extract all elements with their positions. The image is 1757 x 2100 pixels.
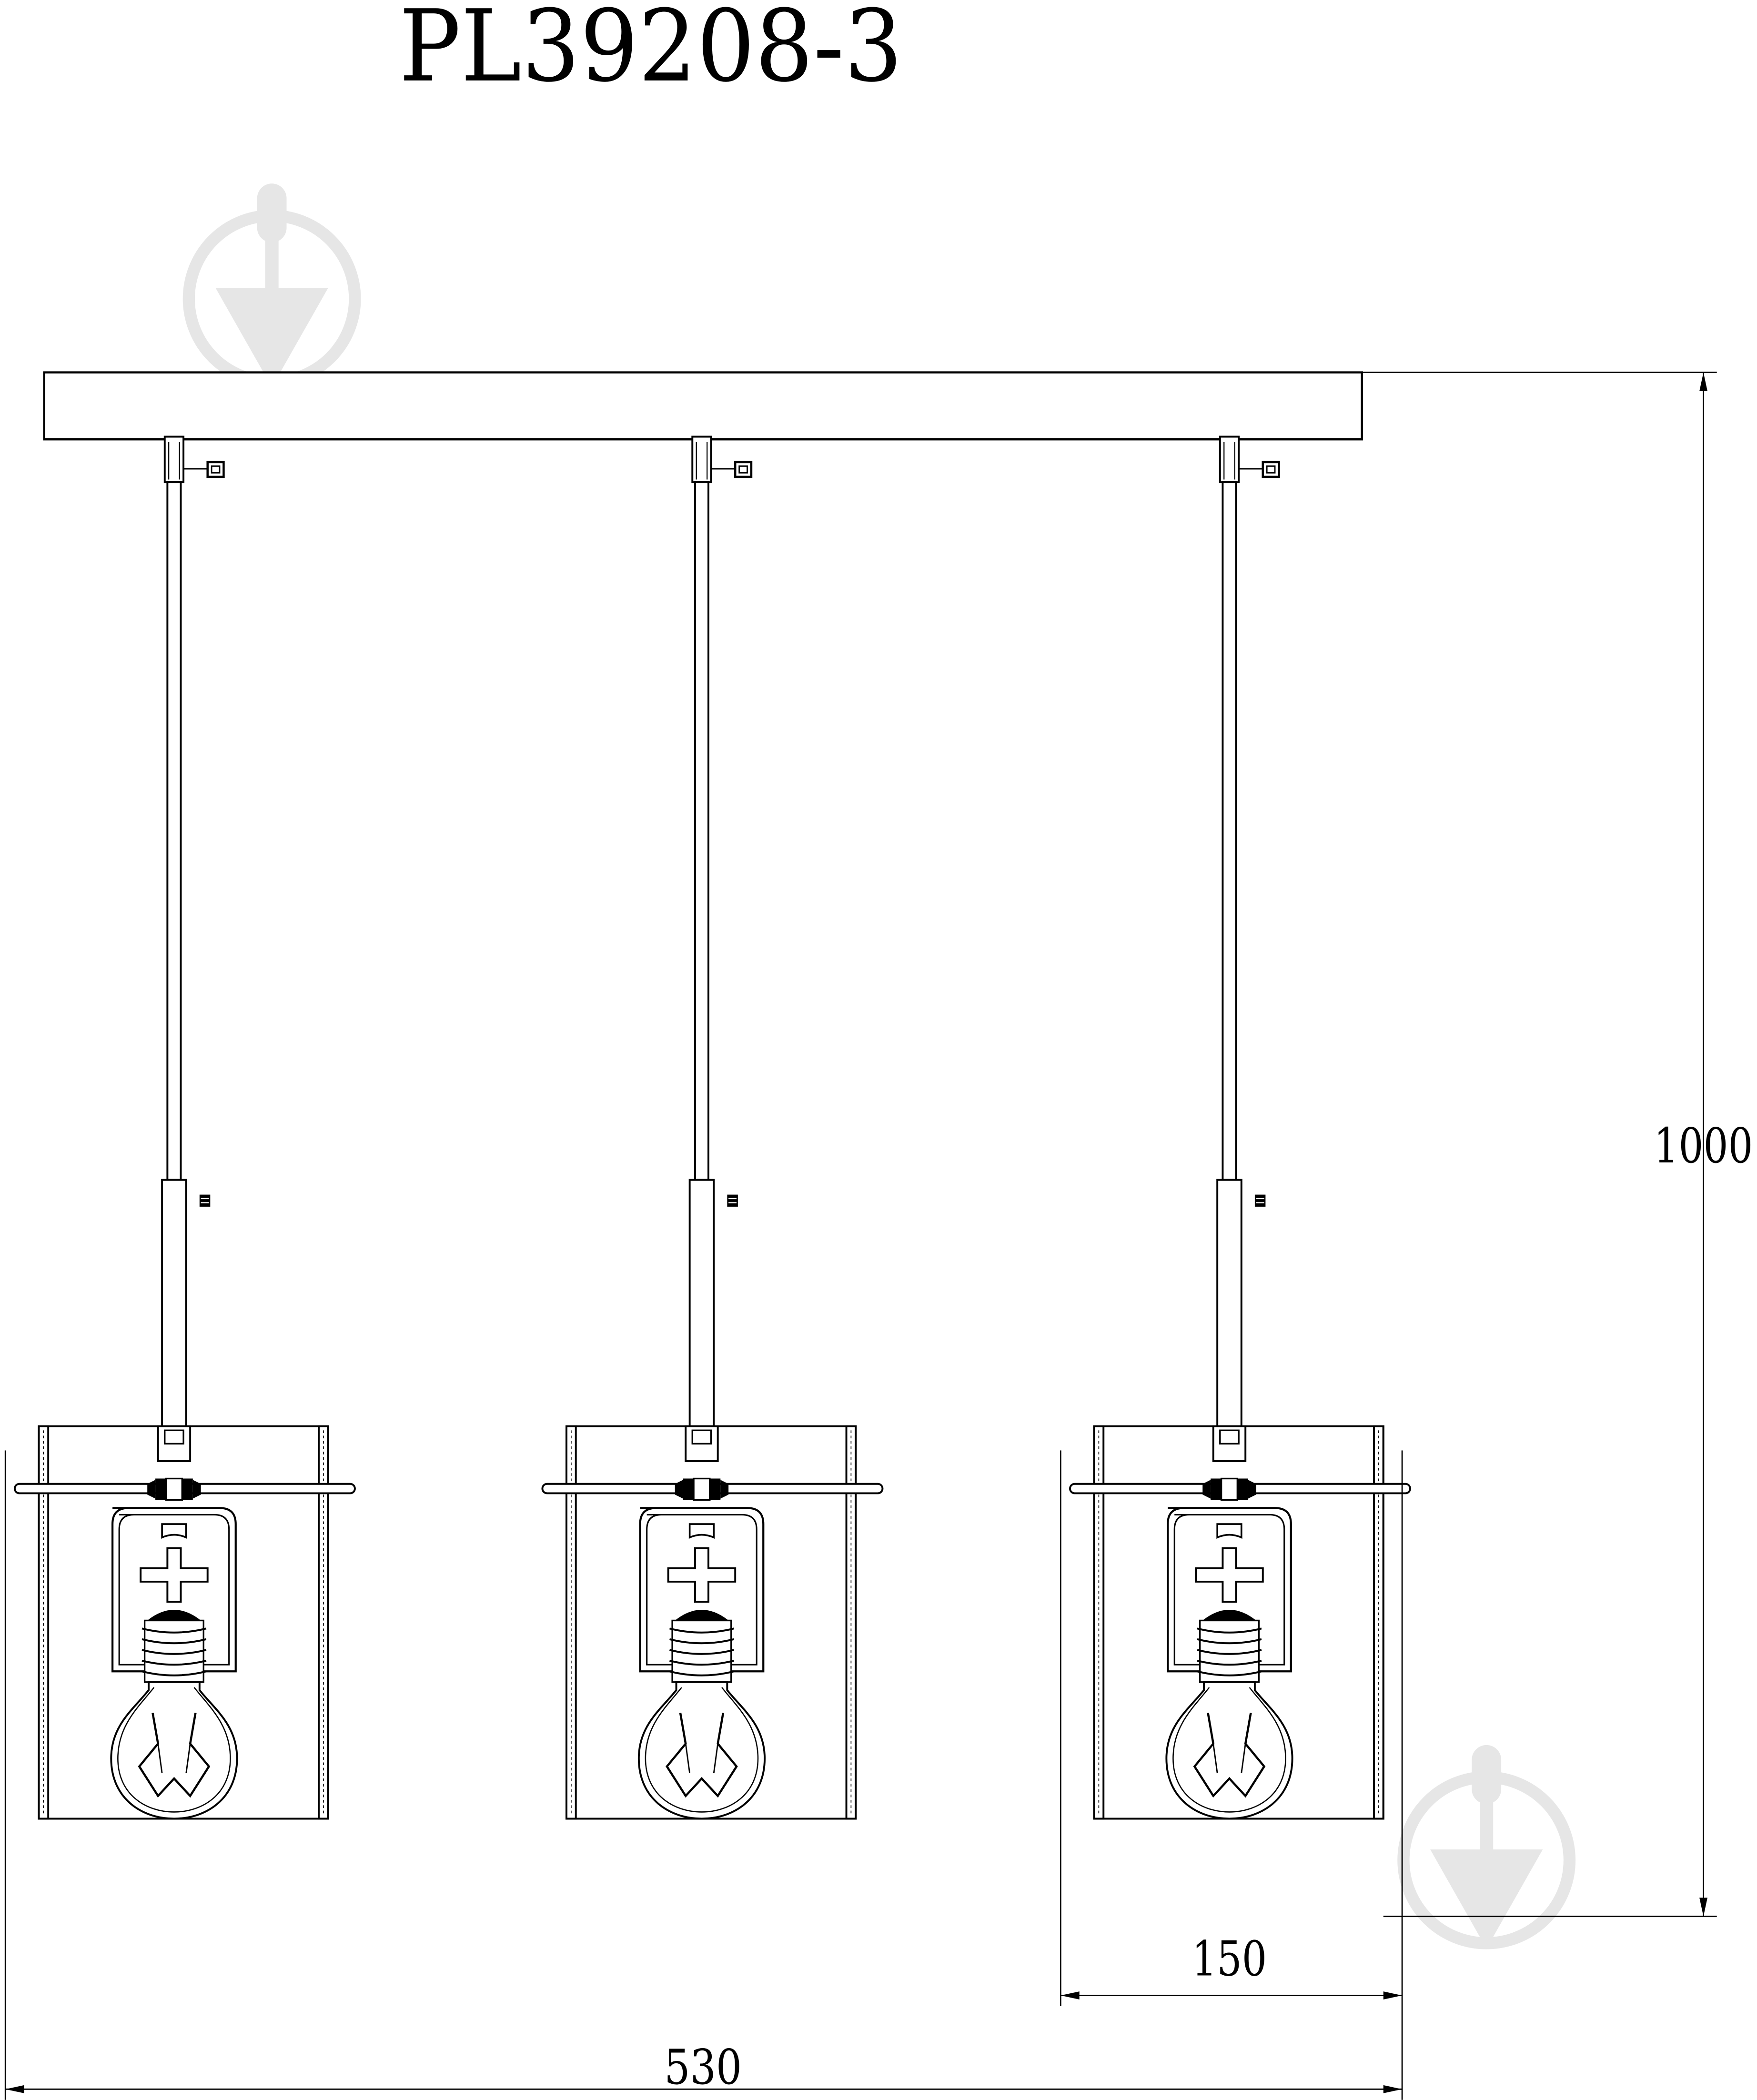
ceiling-canopy-bar	[43, 371, 1363, 441]
shade-width-label: 150	[1192, 1930, 1267, 1987]
pin-drop-logo-icon	[1404, 1745, 1570, 1949]
pendant-lamp-right	[1070, 437, 1410, 1819]
height-dimension-label: 1000	[1654, 1118, 1753, 1174]
pendant-lamp-left	[15, 437, 355, 1819]
drawing-title: PL39208-3	[399, 0, 903, 104]
shade-width-dimension	[1060, 1450, 1403, 2007]
pendant-lamp-center	[542, 437, 882, 1819]
total-width-dimension	[4, 1450, 1403, 2100]
pin-drop-logo-icon	[189, 183, 355, 387]
height-dimension	[1362, 372, 1717, 1918]
total-width-label: 530	[664, 2039, 742, 2095]
